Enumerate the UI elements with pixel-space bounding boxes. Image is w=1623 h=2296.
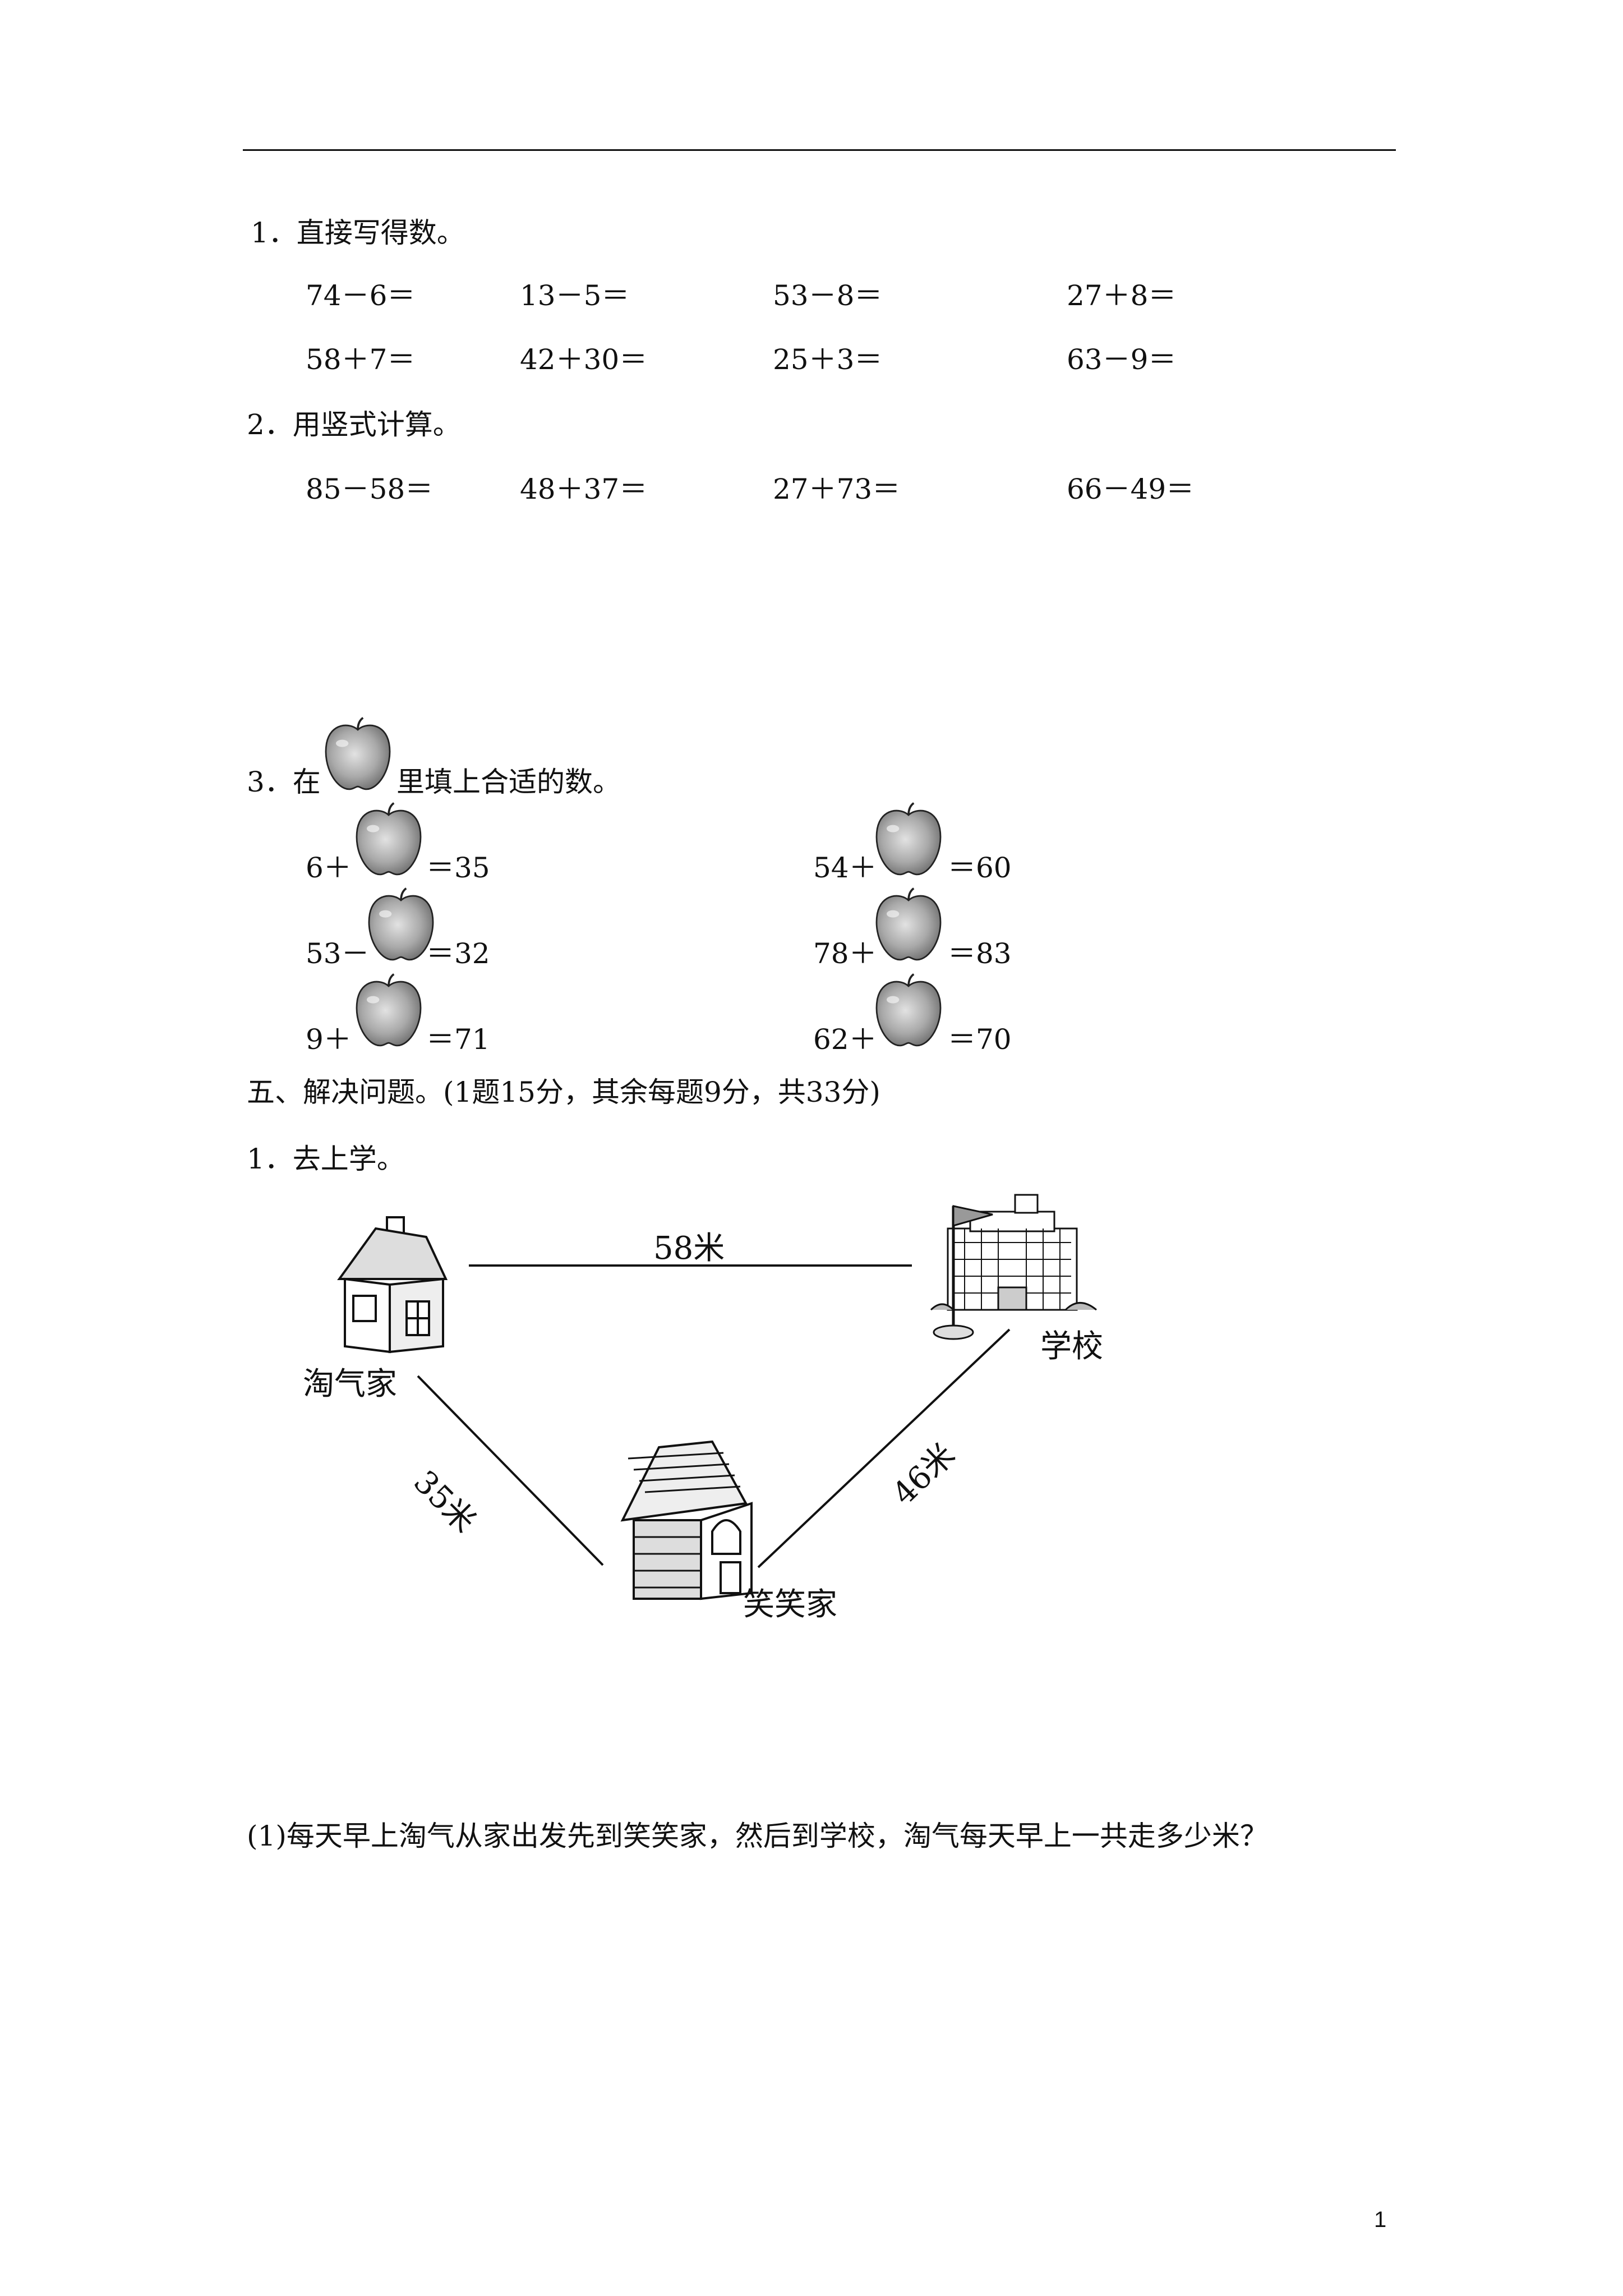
arith-item: 27＋8＝ xyxy=(1067,279,1177,312)
fill-item-pre: 53－ xyxy=(306,937,370,970)
fill-item-pre: 9＋ xyxy=(306,1023,352,1056)
arith-item: 13－5＝ xyxy=(520,279,630,312)
section3-title-prefix: 3．在 xyxy=(247,766,321,798)
fill-item-pre: 6＋ xyxy=(306,852,352,884)
arith-item: 53－8＝ xyxy=(773,279,883,312)
fill-item-post: ＝35 xyxy=(426,852,490,884)
fill-item-post: ＝71 xyxy=(426,1023,490,1056)
fill-item-pre: 54＋ xyxy=(813,852,877,884)
vertical-calc-item: 85－58＝ xyxy=(306,473,434,505)
distance-label-top: 58米 xyxy=(653,1230,725,1267)
arith-item: 63－9＝ xyxy=(1067,343,1177,376)
arith-item: 74－6＝ xyxy=(306,279,416,312)
section1-title: 1．直接写得数。 xyxy=(251,217,465,249)
label-xiaoxiao-home: 笑笑家 xyxy=(743,1586,837,1623)
page-number: 1 xyxy=(1374,2207,1387,2232)
header-rule xyxy=(243,149,1396,151)
part5-heading: 五、解决问题。(1题15分，其余每题9分，共33分) xyxy=(247,1076,880,1108)
vertical-calc-item: 48＋37＝ xyxy=(520,473,648,505)
school-icon xyxy=(930,1194,1097,1340)
vertical-calc-item: 66－49＝ xyxy=(1067,473,1195,505)
fill-item-pre: 78＋ xyxy=(813,937,877,970)
arith-item: 25＋3＝ xyxy=(773,343,883,376)
label-taoqi-home: 淘气家 xyxy=(303,1366,397,1402)
section2-title: 2．用竖式计算。 xyxy=(247,408,461,441)
q1-title: 1．去上学。 xyxy=(247,1143,405,1175)
vertical-calc-item: 27＋73＝ xyxy=(773,473,901,505)
fill-item-post: ＝83 xyxy=(948,937,1012,970)
house-icon xyxy=(620,1440,753,1600)
arith-item: 42＋30＝ xyxy=(520,343,648,376)
route-line-right xyxy=(757,1328,1011,1568)
house-icon xyxy=(337,1216,448,1354)
route-line-left xyxy=(417,1375,604,1566)
arith-item: 58＋7＝ xyxy=(306,343,416,376)
question-text: (1)每天早上淘气从家出发先到笑笑家，然后到学校，淘气每天早上一共走多少米？ xyxy=(247,1820,1268,1852)
fill-item-post: ＝32 xyxy=(426,937,490,970)
fill-item-post: ＝60 xyxy=(948,852,1012,884)
fill-item-pre: 62＋ xyxy=(813,1023,877,1056)
label-school: 学校 xyxy=(1040,1328,1103,1365)
fill-item-post: ＝70 xyxy=(948,1023,1012,1056)
section3-title-suffix: 里填上合适的数。 xyxy=(396,766,621,798)
